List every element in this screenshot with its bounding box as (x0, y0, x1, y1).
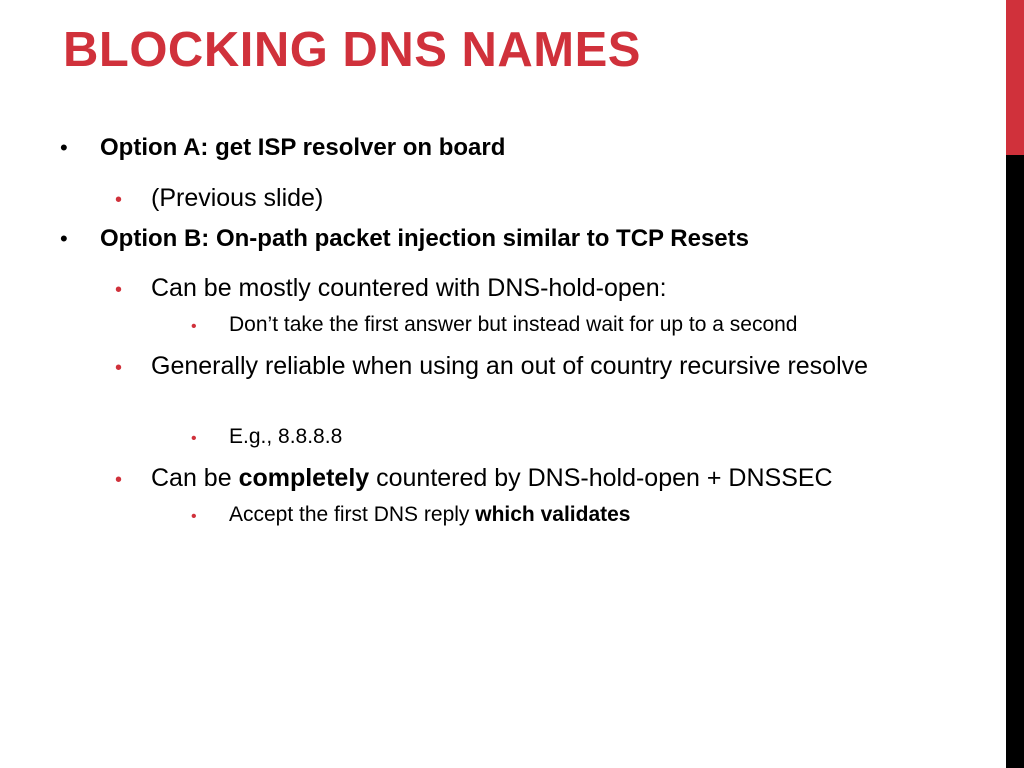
bullet-example-resolver: • E.g., 8.8.8.8 (191, 425, 342, 449)
slide-title: BLOCKING DNS NAMES (63, 23, 641, 77)
bullet-text: E.g., 8.8.8.8 (229, 425, 343, 448)
dark-side-bar (1006, 155, 1024, 768)
bullet-text: Option A: get ISP resolver on board (100, 134, 506, 161)
bullet-marker: • (191, 430, 197, 447)
bullet-marker: • (191, 508, 197, 525)
bullet-text: Can be mostly countered with DNS-hold-op… (151, 274, 667, 302)
bullet-text: Can be completely countered by DNS-hold-… (151, 461, 911, 495)
bullet-text: Don’t take the first answer but instead … (229, 313, 798, 336)
bullet-marker: • (115, 357, 123, 379)
bullet-text: Accept the first DNS reply which validat… (229, 503, 630, 527)
bullet-text: (Previous slide) (151, 184, 324, 212)
bullet-text-end: countered by DNS-hold-open + DNSSEC (369, 464, 833, 492)
bullet-text-emphasis: completely (238, 464, 370, 492)
bullet-previous-slide: • (Previous slide) (115, 181, 911, 215)
bullet-text-start: Accept the first DNS reply (229, 503, 476, 526)
bullet-text: Option B: On-path packet injection simil… (100, 225, 749, 252)
bullet-mostly-countered: • Can be mostly countered with DNS-hold-… (115, 271, 911, 305)
bullet-option-a: • Option A: get ISP resolver on board (60, 134, 505, 162)
bullet-text-emphasis: which validates (475, 503, 631, 526)
bullet-generally-reliable: • Generally reliable when using an out o… (115, 349, 911, 383)
bullet-accept-first-reply: • Accept the first DNS reply which valid… (191, 503, 630, 527)
bullet-text: Generally reliable when using an out of … (151, 352, 869, 380)
bullet-text-start: Can be (151, 464, 239, 492)
bullet-marker: • (115, 279, 123, 301)
bullet-option-b: • Option B: On-path packet injection sim… (60, 225, 749, 253)
bullet-marker: • (191, 318, 197, 335)
bullet-marker: • (115, 189, 123, 211)
bullet-marker: • (115, 469, 123, 491)
accent-side-bar (1006, 0, 1024, 155)
bullet-marker: • (60, 135, 68, 160)
bullet-marker: • (60, 226, 68, 251)
bullet-dont-take-first: • Don’t take the first answer but instea… (191, 313, 797, 337)
bullet-completely-countered: • Can be completely countered by DNS-hol… (115, 461, 911, 495)
